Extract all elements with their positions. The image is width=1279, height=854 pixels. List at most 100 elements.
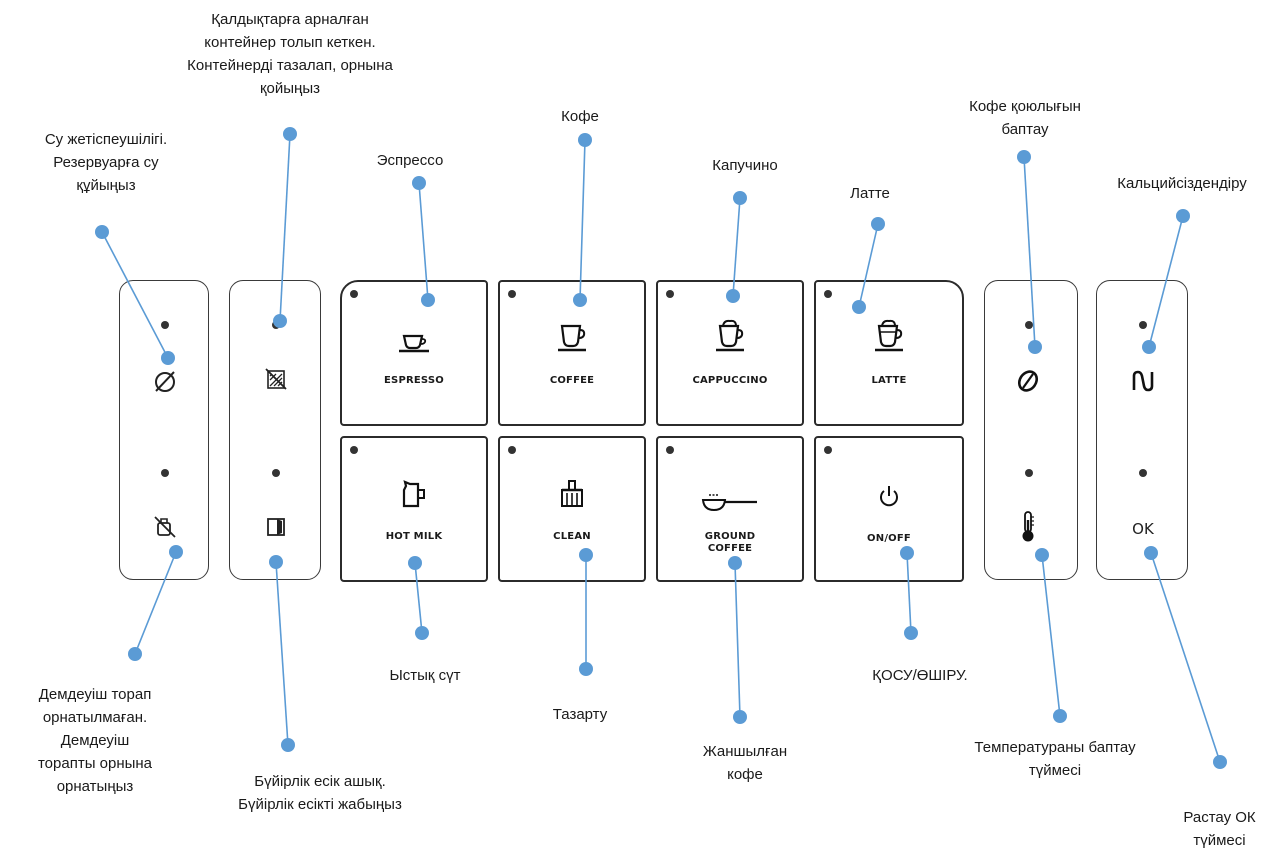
coffee-bean-strength-icon[interactable] (1008, 361, 1048, 401)
callout-marker (421, 293, 435, 307)
callout-waste-full: Қалдықтарға арналған контейнер толып кет… (187, 11, 393, 97)
callout-marker (1176, 209, 1190, 223)
cappuccino-button[interactable]: CAPPUCCINO (656, 280, 804, 426)
leader-hot-milk (408, 556, 429, 640)
led-on-off (824, 446, 832, 454)
callout-marker (415, 626, 429, 640)
hot-milk-label: HOT MILK (385, 531, 443, 542)
callout-marker (1213, 755, 1227, 769)
callout-strength: Кофе қоюлығын баптау (969, 98, 1081, 138)
brew-group-missing-icon (145, 507, 185, 547)
leader-temperature (1035, 548, 1067, 723)
callout-hot-milk: Ыстық сүт (389, 667, 461, 684)
coffee-label: COFFEE (549, 375, 595, 386)
callout-latte: Латте (850, 185, 890, 202)
led-ground-coffee (666, 446, 674, 454)
espresso-label: ESPRESSO (384, 375, 444, 386)
callout-marker (733, 191, 747, 205)
thermometer-icon[interactable] (1008, 507, 1048, 547)
callout-marker (728, 556, 742, 570)
espresso-button[interactable]: ESPRESSO (340, 280, 488, 426)
clean-button[interactable]: CLEAN (498, 436, 646, 582)
leader-no-water (95, 225, 175, 365)
callout-espresso: Эспрессо (376, 152, 444, 169)
callout-marker (579, 548, 593, 562)
callout-marker (1142, 340, 1156, 354)
leader-waste-full (273, 127, 297, 328)
leader-descale (1142, 209, 1190, 354)
callout-on-off: ҚОСУ/ӨШІРУ. (872, 667, 968, 684)
callout-marker (161, 351, 175, 365)
callout-coffee: Кофе (561, 108, 599, 125)
callout-marker (1017, 150, 1031, 164)
waste-container-full-icon (256, 359, 296, 399)
callout-marker (128, 647, 142, 661)
brush-icon (500, 478, 644, 510)
callout-marker (733, 710, 747, 724)
callout-marker (1035, 548, 1049, 562)
callout-side-door: Бүйірлік есік ашық. Бүйірлік есікті жабы… (238, 773, 402, 813)
callout-ok: Растау ОК түймесі (1183, 809, 1256, 849)
led-hot-milk (350, 446, 358, 454)
led-cappuccino (666, 290, 674, 298)
callout-ground-coffee: Жаншылған кофе (702, 743, 788, 783)
coffee-button[interactable]: COFFEE (498, 280, 646, 426)
coffee-cup-icon (500, 318, 644, 354)
callout-marker (900, 546, 914, 560)
cappuccino-cup-icon (658, 316, 802, 354)
callout-marker (408, 556, 422, 570)
callout-marker (95, 225, 109, 239)
scoop-icon (658, 490, 802, 516)
espresso-cup-icon (342, 330, 486, 354)
led-latte (824, 290, 832, 298)
panel-waste-door (229, 280, 321, 580)
on-off-label: ON/OFF (867, 533, 911, 544)
callout-marker (573, 293, 587, 307)
on-off-button[interactable]: ON/OFF (814, 436, 964, 582)
callout-marker (904, 626, 918, 640)
leader-on-off (900, 546, 918, 640)
leader-coffee (573, 133, 592, 307)
callout-marker (726, 289, 740, 303)
callout-marker (1053, 709, 1067, 723)
side-door-open-icon (256, 507, 296, 547)
callout-clean: Тазарту (552, 706, 608, 723)
ok-button[interactable]: OK (1123, 509, 1163, 549)
latte-button[interactable]: LATTE (814, 280, 964, 426)
callout-temperature: Температураны баптау түймесі (974, 739, 1136, 779)
callout-marker (1028, 340, 1042, 354)
led-no-water (161, 321, 169, 329)
panel-water-brew (119, 280, 209, 580)
milk-jug-icon (342, 476, 486, 510)
ground-coffee-label: GROUND COFFEE (704, 531, 756, 554)
led-descale (1139, 321, 1147, 329)
led-clean (508, 446, 516, 454)
power-icon (816, 484, 962, 508)
callout-cappuccino: Капучино (712, 157, 778, 174)
led-espresso (350, 290, 358, 298)
callout-marker (169, 545, 183, 559)
led-brew-group (161, 469, 169, 477)
latte-glass-icon (816, 316, 962, 354)
callout-marker (283, 127, 297, 141)
leader-ground-coffee (728, 556, 747, 724)
leader-side-door (269, 555, 295, 752)
led-temperature (1025, 469, 1033, 477)
cappuccino-label: CAPPUCCINO (692, 375, 768, 386)
ok-label: OK (1132, 520, 1154, 538)
descaling-icon[interactable] (1123, 361, 1163, 401)
callout-marker (412, 176, 426, 190)
leader-clean (579, 548, 593, 676)
leader-espresso (412, 176, 435, 307)
led-coffee (508, 290, 516, 298)
callout-marker (273, 314, 287, 328)
leader-brew-group (128, 545, 183, 661)
callout-marker (281, 738, 295, 752)
leader-cappuccino (726, 191, 747, 303)
callout-marker (1144, 546, 1158, 560)
latte-label: LATTE (871, 375, 907, 386)
callout-marker (269, 555, 283, 569)
ground-coffee-button[interactable]: GROUND COFFEE (656, 436, 804, 582)
